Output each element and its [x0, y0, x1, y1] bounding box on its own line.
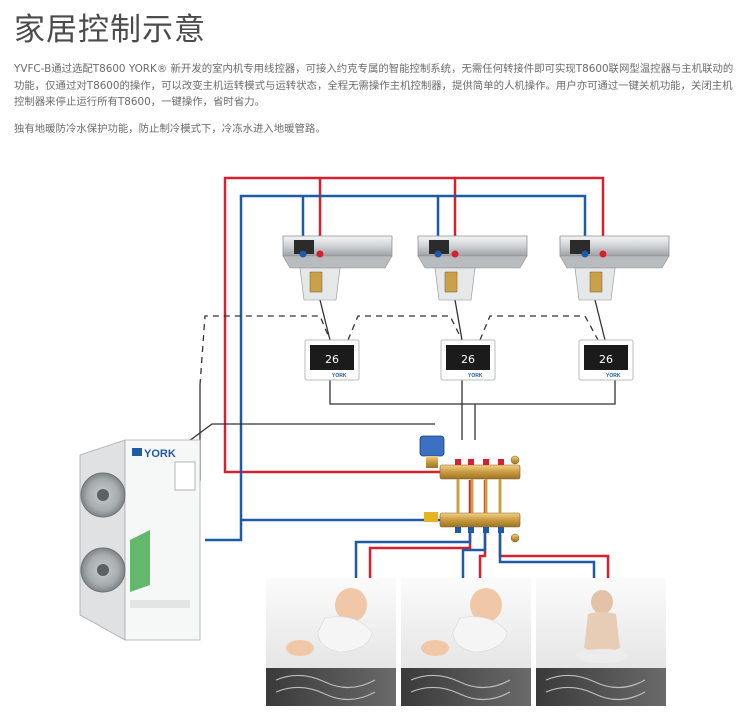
- baby-2: [470, 588, 502, 622]
- thermostat-1-display: 26: [325, 353, 339, 366]
- thermostat-3: 26 YORK: [578, 339, 634, 381]
- fan-coil-unit-2: [417, 235, 528, 301]
- manifold-risers: [456, 479, 502, 513]
- return-manifold: [424, 512, 521, 543]
- thermostat-1: 26 YORK: [304, 339, 360, 381]
- outdoor-control-panel: [174, 461, 196, 491]
- outdoor-unit-brand: YORK: [144, 448, 176, 460]
- woman-sitting: [591, 590, 613, 614]
- thermostat-3-brand: YORK: [606, 373, 621, 379]
- note-text: 独有地暖防冷水保护功能，防止制冷模式下，冷冻水进入地暖管路。: [14, 123, 326, 135]
- fan-coil-unit-3: [559, 235, 670, 301]
- description-text: YVFC-B通过选配T8600 YORK® 新开发的室内机专用线控器，可接入约克…: [14, 63, 734, 108]
- return-room-1: [354, 528, 472, 580]
- dashed-wire-3: [479, 315, 599, 341]
- thermostat-2: 26 YORK: [440, 339, 496, 381]
- supply-main-pipe: [223, 176, 605, 474]
- thermostat-1-brand: YORK: [332, 373, 347, 379]
- floor-heating-room-3: [536, 578, 666, 706]
- thermostat-2-display: 26: [461, 353, 475, 366]
- supply-room-3: [498, 480, 610, 580]
- fcu-thermostat-link-1: [319, 299, 331, 341]
- page-title: 家居控制示意: [14, 12, 206, 48]
- fan-coil-unit-1: [282, 235, 393, 301]
- thermostat-3-display: 26: [599, 353, 613, 366]
- control-wires: [178, 299, 616, 481]
- fcu-thermostat-link-2: [454, 299, 463, 341]
- thermostat-2-brand: YORK: [468, 373, 483, 379]
- floor-heating-room-1: [266, 578, 396, 706]
- baby-1: [335, 588, 367, 622]
- supply-manifold: [439, 455, 521, 480]
- dashed-wire-2: [347, 315, 463, 341]
- wire-outdoor-valve: [184, 423, 435, 445]
- return-room-3: [498, 528, 596, 580]
- dashed-wire-1: [199, 315, 331, 386]
- wire-thermostat-bus: [329, 380, 616, 405]
- return-main-pipe: [205, 194, 587, 542]
- fcu-thermostat-link-3: [594, 299, 606, 341]
- return-room-2: [461, 528, 487, 580]
- outdoor-unit: YORK: [79, 439, 201, 641]
- outdoor-label-sticker: [130, 530, 150, 592]
- motorized-valve: [419, 435, 445, 468]
- floor-heating-room-2: [401, 578, 531, 706]
- return-pipes: [205, 194, 596, 580]
